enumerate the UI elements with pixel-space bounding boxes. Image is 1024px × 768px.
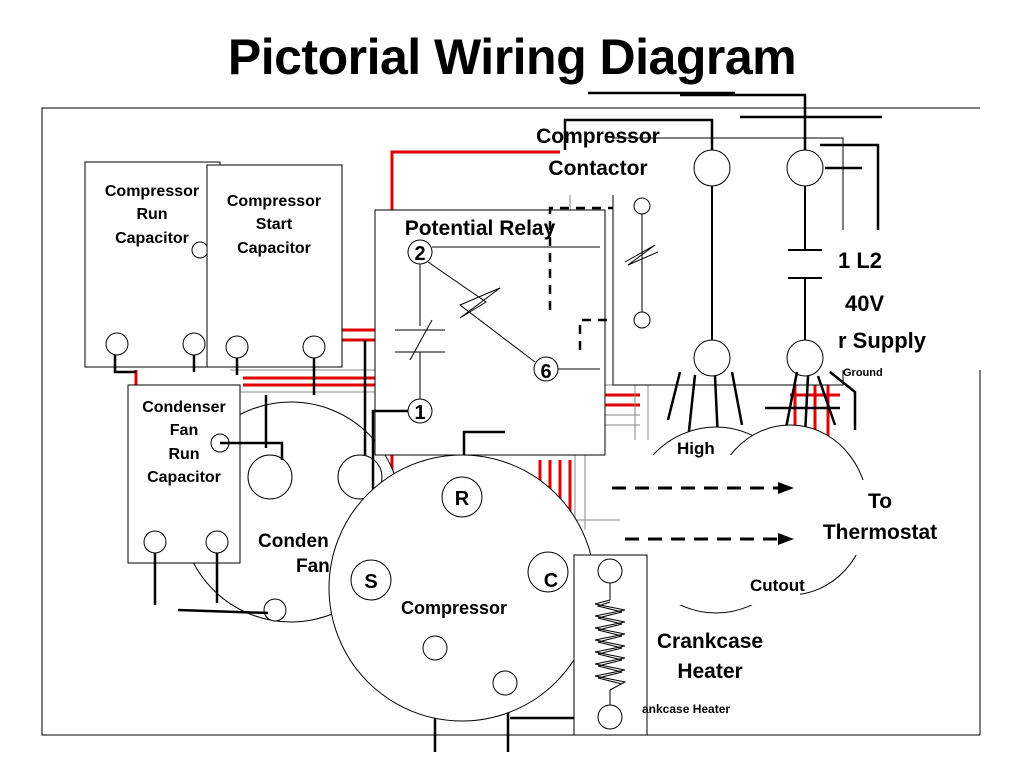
page-title: Pictorial Wiring Diagram	[227, 29, 797, 85]
to-label: To	[868, 490, 892, 513]
contactor-label-1: Compressor	[536, 125, 660, 148]
frame-top-right	[585, 107, 981, 735]
cutout-label: Cutout	[750, 576, 805, 595]
crankcase-label-1: Crankcase	[657, 630, 763, 653]
condenser-fan-run-capacitor: Condenser Fan Run Capacitor	[127, 384, 241, 564]
start-cap-label-3: Capacitor	[237, 240, 311, 257]
diagram-frame	[41, 107, 980, 736]
run-cap-label-1: Compressor	[105, 183, 199, 200]
compressor-label: Compressor	[401, 598, 507, 618]
run-cap-label-2: Run	[136, 206, 167, 223]
voltage-label: 40V	[845, 291, 884, 316]
relay-label: Potential Relay	[405, 217, 556, 240]
start-cap-label-2: Start	[256, 216, 293, 233]
power-supply-labels: 1 L2 40V r Supply Ground	[836, 230, 961, 379]
thermostat-label: Thermostat	[823, 521, 937, 544]
compressor: R S C Compressor	[328, 454, 596, 722]
terminal-c: C	[544, 570, 558, 592]
run-cap-label-3: Capacitor	[115, 230, 189, 247]
high-pressure-label: High	[677, 439, 715, 458]
relay-terminal-2: 2	[414, 243, 425, 265]
compressor-contactor: Compressor Contactor	[536, 125, 844, 386]
power-supply-label: r Supply	[838, 328, 927, 353]
fan-cap-label-1: Condenser	[142, 399, 226, 416]
crankcase-small-label: ankcase Heater	[642, 702, 730, 716]
fan-cap-label-3: Run	[168, 446, 199, 463]
relay-terminal-1: 1	[414, 402, 425, 424]
crankcase-label-2: Heater	[677, 660, 742, 683]
potential-relay: Potential Relay 2 6 1	[374, 206, 632, 456]
fan-cap-label-4: Capacitor	[147, 469, 221, 486]
compressor-start-capacitor: Compressor Start Capacitor	[206, 164, 343, 368]
contactor-label-2: Contactor	[548, 157, 647, 180]
fan-motor-label-1: Conden	[258, 531, 329, 552]
compressor-run-capacitor: Compressor Run Capacitor	[84, 161, 221, 368]
fan-cap-label-2: Fan	[170, 422, 198, 439]
l1-l2-label: 1 L2	[838, 248, 882, 273]
fan-motor-label-2: Fan	[296, 556, 330, 577]
crankcase-heater: Crankcase Heater ankcase Heater	[573, 554, 763, 736]
relay-terminal-6: 6	[540, 361, 551, 383]
start-cap-label-1: Compressor	[227, 193, 321, 210]
thermostat-arrows: To Thermostat	[612, 480, 965, 555]
pressure-switches: High Cutout	[620, 424, 869, 614]
ground-label: Ground	[843, 367, 883, 379]
terminal-s: S	[364, 571, 377, 593]
terminal-r: R	[455, 488, 470, 510]
